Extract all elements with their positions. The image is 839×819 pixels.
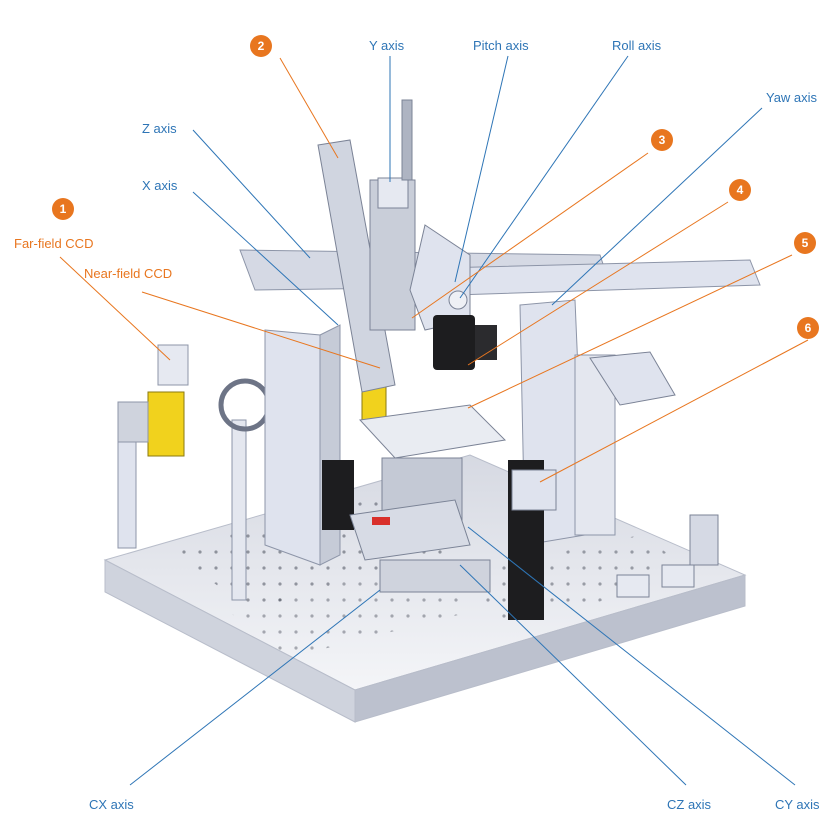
label-near-field-ccd: Near-field CCD (84, 266, 173, 281)
leader-near-field-ccd (141, 291, 381, 369)
label-yaw-axis: Yaw axis (766, 90, 818, 105)
sample-stage (349, 404, 507, 593)
label-far-field-ccd: Far-field CCD (14, 236, 94, 251)
leader-badge-3 (411, 152, 649, 319)
label-roll-axis: Roll axis (612, 38, 662, 53)
badge-3: 3 (651, 129, 673, 151)
right-side-parts (589, 351, 719, 598)
label-z-axis: Z axis (142, 121, 177, 136)
badge-4: 4 (729, 179, 751, 201)
label-cy-axis: CY axis (775, 797, 820, 812)
leader-x-axis (192, 191, 339, 326)
label-y-axis: Y axis (369, 38, 405, 53)
label-pitch-axis: Pitch axis (473, 38, 529, 53)
leader-z-axis (192, 129, 311, 259)
badge-5: 5 (794, 232, 816, 254)
leader-badge-2 (279, 57, 339, 159)
badge-6: 6 (797, 317, 819, 339)
badge-1: 1 (52, 198, 74, 220)
badge-2: 2 (250, 35, 272, 57)
leader-far-field-ccd (59, 256, 171, 361)
leader-badge-6 (539, 339, 809, 483)
leader-cx-axis (129, 589, 381, 786)
leader-roll-axis (459, 55, 629, 299)
leader-lines (59, 55, 809, 786)
label-cx-axis: CX axis (89, 797, 134, 812)
left-tower (264, 324, 387, 566)
leader-badge-4 (467, 201, 729, 366)
leader-cz-axis (459, 564, 687, 786)
leader-pitch-axis (454, 55, 509, 283)
z-column (317, 99, 416, 393)
goniometer-head (409, 224, 497, 370)
leader-yaw-axis (551, 107, 763, 306)
leader-badge-5 (467, 254, 793, 409)
label-cz-axis: CZ axis (667, 797, 712, 812)
label-x-axis: X axis (142, 178, 178, 193)
leader-cy-axis (467, 526, 796, 786)
cy-post (508, 460, 557, 620)
far-field-ccd-assembly (117, 344, 189, 549)
